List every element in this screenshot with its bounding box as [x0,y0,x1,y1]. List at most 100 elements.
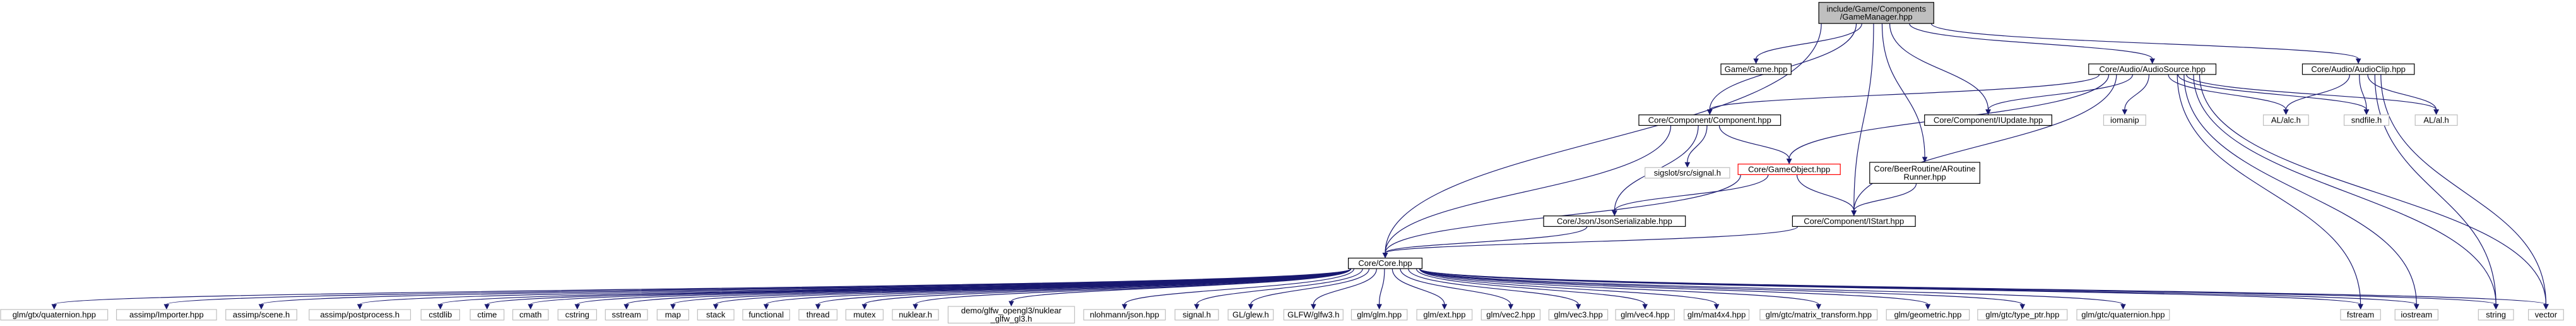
edge-arrowhead-icon [815,304,821,310]
node-label: glm/gtx/quaternion.hpp [13,310,96,319]
edge-line [2285,74,2350,110]
edge-arrowhead-icon [1441,304,1448,310]
node-box [1283,309,1344,321]
edge-root-to-audiosource [1909,23,2155,64]
edge-line [2374,74,2496,305]
edge-audiosource-to-sndfile [2177,74,2370,115]
edge-line [1196,269,1363,305]
node-box [1737,164,1841,175]
node-label: ctime [477,310,497,319]
node-iostream: iostream [2394,309,2438,321]
node-label: include/Game/Components/GameManager.hpp [1826,4,1926,21]
edge-audiosource-to-istart [1851,74,2117,216]
node-game[interactable]: Game/Game.hpp [1720,63,1792,75]
edge-arrowhead-icon [1311,304,1316,310]
edge-line [1391,269,1445,305]
edge-core-to-l24 [1408,269,1581,310]
edge-arrowhead-icon [763,304,769,310]
edge-line [1124,269,1355,305]
node-json[interactable]: Core/Json/JsonSerializable.hpp [1543,215,1686,227]
edge-audioclip-to-al [2367,74,2439,115]
node-istart[interactable]: Core/Component/IStart.hpp [1792,215,1916,227]
node-label: nlohmann/json.hpp [1090,310,1159,319]
node-alc: AL/alc.h [2262,114,2309,126]
node-label: glm/geometric.hpp [1894,310,1961,319]
edge-arrowhead-icon [1194,304,1200,310]
node-label: Core/Component/Component.hpp [1648,115,1771,124]
edge-core-to-vector [1419,268,2549,310]
edge-root-to-iupdate [1889,23,1991,115]
node-label: map [665,310,681,319]
node-label: cstdlib [428,310,452,319]
node-box [1638,114,1781,126]
node-audiosource[interactable]: Core/Audio/AudioSource.hpp [2088,63,2217,75]
node-box [2528,309,2564,321]
node-l26: glm/mat4x4.hpp [1684,309,1750,321]
node-l14: mutex [845,309,884,321]
edge-arrowhead-icon [2493,304,2499,310]
edge-arrowhead-icon [1816,304,1822,310]
node-label: Core/Audio/AudioClip.hpp [2311,64,2406,74]
node-gameobject[interactable]: Core/GameObject.hpp [1737,164,1841,175]
node-box [1083,309,1166,321]
edge-audioclip-to-vector [2380,74,2549,310]
node-box [845,309,884,321]
edge-arrowhead-icon [1575,304,1581,310]
node-l09: sstream [605,309,648,321]
node-audioclip[interactable]: Core/Audio/AudioClip.hpp [2301,63,2415,75]
edge-core-to-l28 [1419,268,1931,310]
node-l04: assimp/postprocess.h [309,309,411,321]
edge-line [1419,268,1929,305]
edge-arrowhead-icon [1612,210,1617,216]
edge-audioclip-to-alc [2283,74,2350,115]
edge-line [1930,23,2359,59]
edge-root-to-game [1753,23,1862,64]
node-box [2343,114,2390,126]
node-box [2088,63,2217,75]
node-label: string [2486,310,2506,319]
edge-arrowhead-icon [1925,304,1931,310]
edge-arrowhead-icon [163,304,170,310]
node-box [1759,309,1878,321]
edge-line [1853,23,1874,211]
edge-audiosource-to-iomanip [2122,74,2149,115]
edge-line [2359,74,2367,110]
node-label: Game/Game.hpp [1725,64,1788,74]
node-label: sstream [612,310,641,319]
edge-arrowhead-icon [357,304,363,310]
node-label: signal.h [1183,310,1211,319]
node-label: GLFW/glfw3.h [1287,310,1339,319]
node-box [742,309,790,321]
edge-line [1796,174,1855,211]
edge-gameobject-to-json [1612,174,1769,216]
node-box [420,309,461,321]
edge-arrowhead-icon [2358,304,2363,310]
node-sndfile: sndfile.h [2343,114,2390,126]
node-iupdate[interactable]: Core/Component/IUpdate.hpp [1924,114,2052,126]
edge-line [2177,74,2361,305]
node-core[interactable]: Core/Core.hpp [1348,257,1423,269]
node-box [1684,309,1750,321]
edge-line [1010,268,1352,302]
node-box [798,309,838,321]
edge-audiosource-to-iostream [2183,74,2419,310]
node-component[interactable]: Core/Component/Component.hpp [1638,114,1781,126]
node-label: Core/Audio/AudioSource.hpp [2099,64,2205,74]
node-l11: stack [697,309,735,321]
node-label: Core/Json/JsonSerializable.hpp [1557,216,1672,226]
edge-arrowhead-icon [2355,58,2361,64]
edge-line [1408,269,1579,305]
node-box [1818,2,1934,24]
node-l07: cmath [512,309,549,321]
node-l01: glm/gtx/quaternion.hpp [0,309,109,321]
edge-core-to-l18 [1194,269,1363,310]
edge-component-to-sigslot [1684,125,1708,168]
node-box [2478,309,2514,321]
node-box [2394,309,2438,321]
node-root[interactable]: include/Game/Components/GameManager.hpp [1818,2,1934,24]
edge-component-to-core [1382,125,1672,258]
node-box [2340,309,2381,321]
edge-core-to-l01 [51,268,1352,310]
